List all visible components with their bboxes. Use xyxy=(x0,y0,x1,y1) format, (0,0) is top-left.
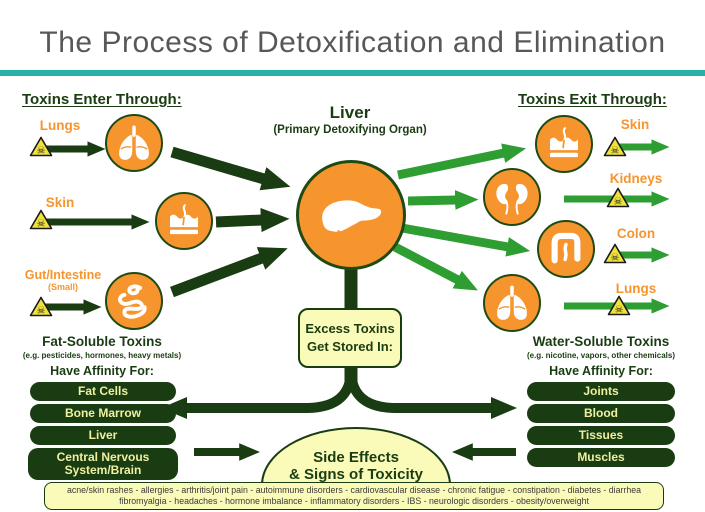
skin-icon xyxy=(550,127,578,158)
exit-lungs-circle xyxy=(483,274,541,332)
arrow-liver-to-skin xyxy=(397,143,527,180)
liver-icon xyxy=(322,200,382,234)
fat-affinity-heading: Have Affinity For: xyxy=(50,364,154,378)
fat-pill-bone-marrow: Bone Marrow xyxy=(30,404,176,423)
water-pill-tissues: Tissues xyxy=(527,426,675,445)
hazard-icon: ☠ xyxy=(607,295,631,316)
page-title: The Process of Detoxification and Elimin… xyxy=(39,26,666,59)
enter-lungs-circle xyxy=(105,114,163,172)
enter-skin-circle xyxy=(155,192,213,250)
stored-line1: Excess Toxins xyxy=(305,321,395,337)
exit-lungs-label: Lungs xyxy=(615,281,657,296)
water-affinity-heading: Have Affinity For: xyxy=(549,364,653,378)
svg-text:☠: ☠ xyxy=(37,146,46,157)
exit-skin-label: Skin xyxy=(620,117,650,132)
water-examples: (e.g. nicotine, vapors, other chemicals) xyxy=(526,351,676,360)
exit-colon-label: Colon xyxy=(616,226,656,241)
colon-icon xyxy=(551,232,581,264)
arrow-stored-to-water xyxy=(346,369,517,419)
hazard-icon: ☠ xyxy=(603,136,627,157)
exit-kidneys-circle xyxy=(483,168,541,226)
hazard-icon: ☠ xyxy=(29,136,53,157)
svg-text:☠: ☠ xyxy=(611,253,620,264)
water-pill-muscles: Muscles xyxy=(527,448,675,467)
svg-text:☠: ☠ xyxy=(37,219,46,230)
hazard-icon: ☠ xyxy=(603,243,627,264)
hazard-icon: ☠ xyxy=(29,296,53,317)
svg-text:☠: ☠ xyxy=(614,197,623,208)
enter-heading: Toxins Enter Through: xyxy=(22,91,182,108)
lungs-icon xyxy=(497,285,527,320)
lungs-icon xyxy=(119,125,149,160)
liver-title: Liver xyxy=(329,103,371,122)
water-pill-joints: Joints xyxy=(527,382,675,401)
arrow-liver-to-lungs xyxy=(392,243,478,291)
enter-skin-label: Skin xyxy=(45,195,75,210)
enter-gut-label: Gut/Intestine xyxy=(24,268,102,282)
arrow-liver-to-kidneys xyxy=(407,190,479,210)
accent-divider xyxy=(0,70,705,76)
arrow-skin-to-liver xyxy=(215,207,290,233)
kidneys-icon xyxy=(496,183,528,215)
exit-skin-circle xyxy=(535,115,593,173)
arrow-stored-to-fat xyxy=(161,369,356,420)
fat-heading: Fat-Soluble Toxins xyxy=(42,334,162,349)
enter-lungs-label: Lungs xyxy=(39,118,81,133)
side-effects-line2: & Signs of Toxicity xyxy=(289,465,423,483)
arrow-lungs-to-liver xyxy=(170,146,291,191)
intestine-icon xyxy=(118,284,147,319)
exit-heading: Toxins Exit Through: xyxy=(518,91,667,108)
hazard-icon: ☠ xyxy=(29,209,53,230)
water-pill-blood: Blood xyxy=(527,404,675,423)
liver-subtitle: (Primary Detoxifying Organ) xyxy=(273,124,427,136)
hazard-icon: ☠ xyxy=(606,187,630,208)
fat-pill-fat-cells: Fat Cells xyxy=(30,382,176,401)
svg-text:☠: ☠ xyxy=(615,305,624,316)
svg-text:☠: ☠ xyxy=(611,146,620,157)
fat-pill-liver: Liver xyxy=(30,426,176,445)
liver-circle xyxy=(296,160,406,270)
arrow-gut-to-liver xyxy=(170,247,288,298)
symptoms-line2: fibromyalgia - headaches - hormone imbal… xyxy=(119,496,589,506)
symptoms-line1: acne/skin rashes - allergies - arthritis… xyxy=(66,484,642,495)
stored-box: Excess Toxins Get Stored In: xyxy=(298,308,402,368)
skin-icon xyxy=(170,204,198,235)
exit-kidneys-label: Kidneys xyxy=(609,171,663,186)
svg-text:☠: ☠ xyxy=(37,306,46,317)
stored-line2: Get Stored In: xyxy=(307,339,393,354)
arrow-liver-to-colon xyxy=(401,223,531,257)
fat-pill-cns: Central Nervous System/Brain xyxy=(28,448,178,480)
water-heading: Water-Soluble Toxins xyxy=(532,334,670,349)
exit-colon-circle xyxy=(537,220,595,278)
fat-examples: (e.g. pesticides, hormones, heavy metals… xyxy=(22,351,182,360)
symptoms-footer: acne/skin rashes - allergies - arthritis… xyxy=(44,482,664,510)
enter-gut-circle xyxy=(105,272,163,330)
enter-gut-sublabel: (Small) xyxy=(47,282,78,292)
side-effects-line1: Side Effects xyxy=(313,448,399,466)
